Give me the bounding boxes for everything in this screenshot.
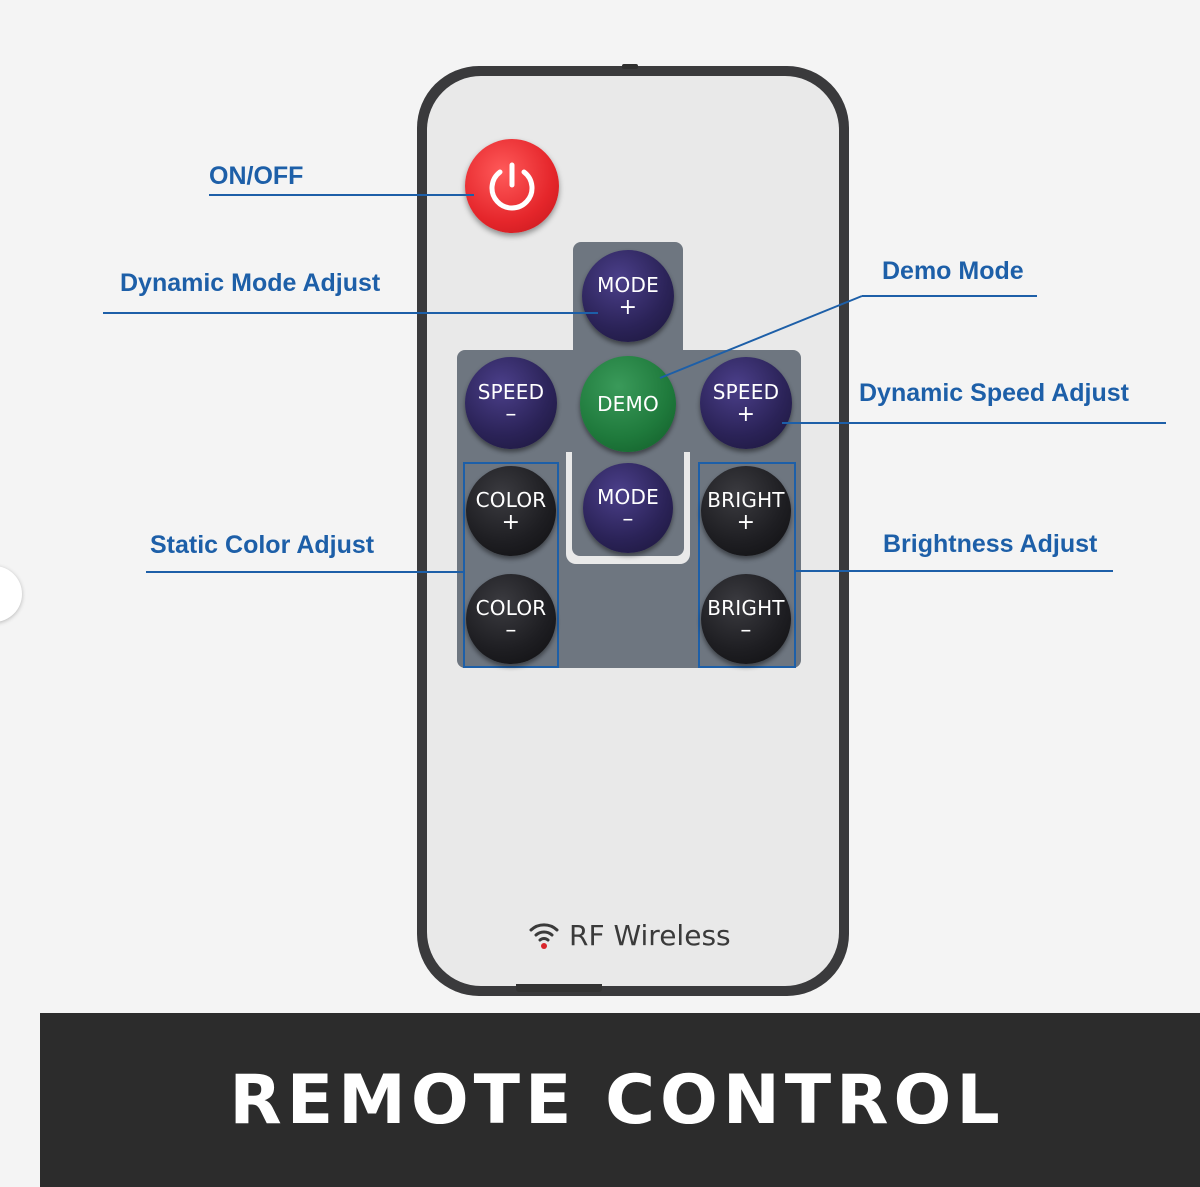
speed-plus-button[interactable]: SPEED + bbox=[700, 357, 792, 449]
bright-plus-label: BRIGHT bbox=[707, 488, 785, 512]
label-brightness: Brightness Adjust bbox=[883, 530, 1098, 558]
speed-plus-label: SPEED bbox=[712, 380, 780, 404]
mode-minus-symbol: – bbox=[622, 507, 634, 532]
bright-plus-button[interactable]: BRIGHT + bbox=[701, 466, 791, 556]
mode-minus-button[interactable]: MODE – bbox=[583, 463, 673, 553]
speed-minus-button[interactable]: SPEED – bbox=[465, 357, 557, 449]
line-on-off bbox=[209, 194, 474, 196]
wifi-icon bbox=[529, 923, 559, 949]
color-plus-symbol: + bbox=[501, 510, 521, 535]
color-minus-label: COLOR bbox=[475, 596, 547, 620]
mode-plus-label: MODE bbox=[597, 273, 659, 297]
banner-title: REMOTE CONTROL bbox=[229, 1060, 1005, 1140]
bright-plus-symbol: + bbox=[736, 510, 756, 535]
mode-plus-symbol: + bbox=[618, 295, 638, 320]
remote-top-nub bbox=[622, 64, 638, 69]
color-plus-label: COLOR bbox=[475, 488, 547, 512]
bright-minus-button[interactable]: BRIGHT – bbox=[701, 574, 791, 664]
rf-wireless-text: RF Wireless bbox=[569, 918, 731, 952]
demo-button[interactable]: DEMO bbox=[580, 356, 676, 452]
remote-bottom-nub bbox=[516, 984, 602, 992]
label-dynamic-speed: Dynamic Speed Adjust bbox=[859, 379, 1129, 407]
mode-plus-button[interactable]: MODE + bbox=[582, 250, 674, 342]
bright-minus-label: BRIGHT bbox=[707, 596, 785, 620]
line-brightness bbox=[795, 570, 1113, 572]
bright-group-box bbox=[698, 462, 796, 668]
label-demo-mode: Demo Mode bbox=[882, 257, 1024, 285]
power-button[interactable] bbox=[465, 139, 559, 233]
demo-label: DEMO bbox=[597, 392, 659, 416]
label-on-off: ON/OFF bbox=[209, 162, 304, 190]
carousel-nav-button[interactable] bbox=[0, 566, 22, 622]
power-icon bbox=[489, 162, 535, 211]
speed-minus-symbol: – bbox=[505, 402, 517, 427]
rf-wireless-badge: RF Wireless bbox=[527, 915, 747, 955]
label-static-color: Static Color Adjust bbox=[150, 531, 375, 559]
color-minus-button[interactable]: COLOR – bbox=[466, 574, 556, 664]
color-group-box bbox=[463, 462, 559, 668]
bright-minus-symbol: – bbox=[740, 618, 752, 643]
color-minus-symbol: – bbox=[505, 618, 517, 643]
speed-minus-label: SPEED bbox=[477, 380, 545, 404]
title-banner: REMOTE CONTROL bbox=[40, 1013, 1200, 1187]
color-plus-button[interactable]: COLOR + bbox=[466, 466, 556, 556]
speed-plus-symbol: + bbox=[736, 402, 756, 427]
line-demo-mode bbox=[862, 295, 1037, 297]
mode-minus-label: MODE bbox=[597, 485, 659, 509]
line-dynamic-mode bbox=[103, 312, 598, 314]
line-static-color bbox=[146, 571, 464, 573]
line-dynamic-speed bbox=[782, 422, 1166, 424]
label-dynamic-mode: Dynamic Mode Adjust bbox=[120, 269, 381, 297]
